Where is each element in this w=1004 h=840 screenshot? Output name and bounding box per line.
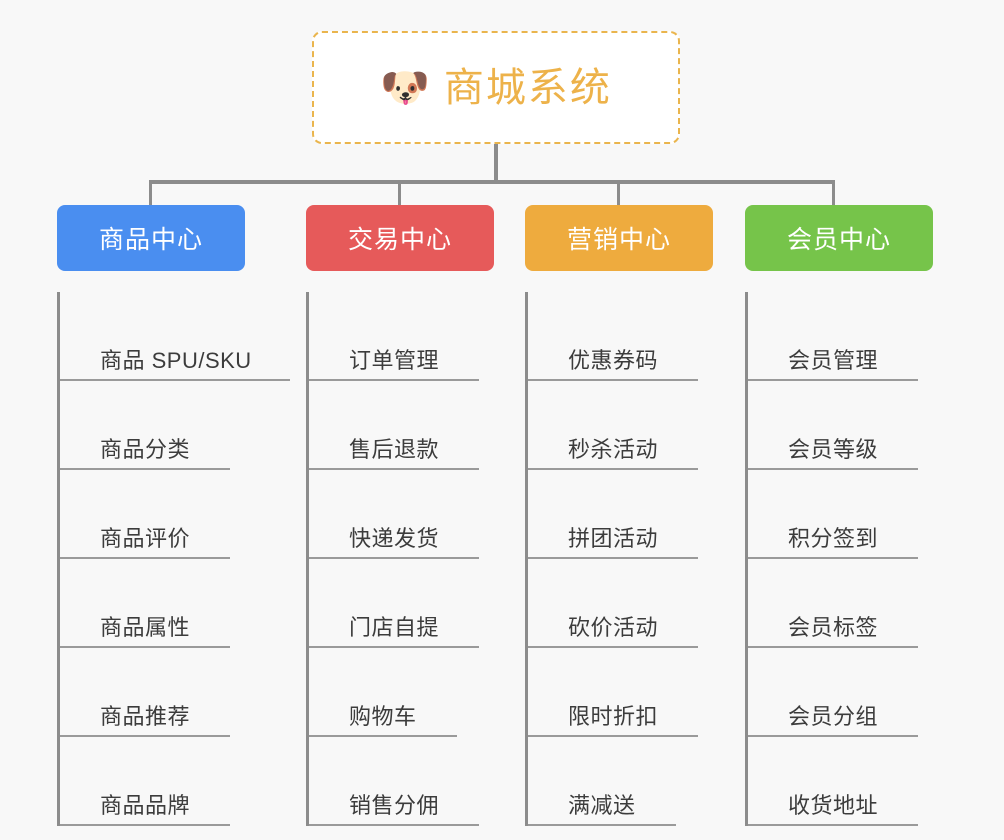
list-item-rule bbox=[309, 646, 479, 648]
list-item-label: 门店自提 bbox=[349, 614, 440, 640]
list-item-label: 购物车 bbox=[349, 703, 417, 729]
list-item-rule bbox=[60, 557, 230, 559]
list-item-label: 快递发货 bbox=[349, 525, 440, 551]
list-item[interactable]: 会员标签 bbox=[748, 559, 933, 648]
list-item-label: 会员管理 bbox=[788, 347, 879, 373]
list-item[interactable]: 限时折扣 bbox=[528, 648, 713, 737]
list-item-rule bbox=[60, 468, 230, 470]
list-item-label: 积分签到 bbox=[788, 525, 879, 551]
category-header-marketing-center[interactable]: 营销中心 bbox=[525, 205, 713, 271]
list-item-rule bbox=[309, 824, 479, 826]
list-item[interactable]: 购物车 bbox=[309, 648, 494, 737]
list-item-label: 优惠券码 bbox=[568, 347, 659, 373]
leaf-list-marketing-center: 优惠券码 秒杀活动 拼团活动 砍价活动 限时折扣 满减送 bbox=[525, 292, 713, 826]
list-item-label: 限时折扣 bbox=[568, 703, 659, 729]
root-node[interactable]: 🐶 商城系统 bbox=[312, 31, 680, 144]
list-item-rule bbox=[528, 646, 698, 648]
list-item[interactable]: 拼团活动 bbox=[528, 470, 713, 559]
list-item-rule bbox=[528, 468, 698, 470]
list-item-rule bbox=[528, 379, 698, 381]
list-item-rule bbox=[748, 468, 918, 470]
category-header-label: 会员中心 bbox=[786, 226, 891, 254]
list-item[interactable]: 门店自提 bbox=[309, 559, 494, 648]
list-item[interactable]: 商品品牌 bbox=[60, 737, 245, 826]
list-item-rule bbox=[309, 735, 457, 737]
list-item-label: 砍价活动 bbox=[568, 614, 659, 640]
root-title: 商城系统 bbox=[443, 65, 612, 110]
list-item-label: 收货地址 bbox=[788, 792, 879, 818]
list-item-rule bbox=[309, 379, 479, 381]
column-member-center: 会员中心 会员管理 会员等级 积分签到 会员标签 会员分组 bbox=[745, 205, 933, 826]
list-item-label: 销售分佣 bbox=[349, 792, 440, 818]
list-item-label: 拼团活动 bbox=[568, 525, 659, 551]
list-item-rule bbox=[528, 824, 676, 826]
column-trade-center: 交易中心 订单管理 售后退款 快递发货 门店自提 购物车 bbox=[306, 205, 494, 826]
connector-bus bbox=[149, 180, 835, 184]
list-item[interactable]: 积分签到 bbox=[748, 470, 933, 559]
list-item-rule bbox=[309, 468, 479, 470]
list-item[interactable]: 商品属性 bbox=[60, 559, 245, 648]
list-item[interactable]: 会员分组 bbox=[748, 648, 933, 737]
list-item-label: 商品推荐 bbox=[100, 703, 191, 729]
list-item-rule bbox=[60, 379, 290, 381]
category-header-label: 营销中心 bbox=[566, 226, 671, 254]
list-item-rule bbox=[60, 735, 230, 737]
list-item[interactable]: 砍价活动 bbox=[528, 559, 713, 648]
list-item-rule bbox=[748, 735, 918, 737]
list-item-rule bbox=[60, 646, 230, 648]
dog-face-icon: 🐶 bbox=[380, 64, 430, 111]
list-item-label: 商品品牌 bbox=[100, 792, 191, 818]
list-item[interactable]: 商品 SPU/SKU bbox=[60, 292, 290, 381]
list-item-rule bbox=[528, 557, 698, 559]
list-item-label: 满减送 bbox=[568, 792, 636, 818]
list-item-label: 商品分类 bbox=[100, 436, 191, 462]
list-item[interactable]: 售后退款 bbox=[309, 381, 494, 470]
list-item[interactable]: 商品评价 bbox=[60, 470, 245, 559]
connector-drop-2 bbox=[398, 180, 401, 206]
list-item-label: 商品属性 bbox=[100, 614, 191, 640]
leaf-list-product-center: 商品 SPU/SKU 商品分类 商品评价 商品属性 商品推荐 商品品牌 bbox=[57, 292, 290, 826]
list-item[interactable]: 商品分类 bbox=[60, 381, 245, 470]
list-item-label: 会员标签 bbox=[788, 614, 879, 640]
category-header-label: 交易中心 bbox=[347, 226, 452, 254]
list-item-rule bbox=[528, 735, 698, 737]
list-item[interactable]: 销售分佣 bbox=[309, 737, 494, 826]
list-item-rule bbox=[748, 824, 918, 826]
list-item[interactable]: 秒杀活动 bbox=[528, 381, 713, 470]
list-item[interactable]: 订单管理 bbox=[309, 292, 494, 381]
list-item[interactable]: 快递发货 bbox=[309, 470, 494, 559]
list-item-rule bbox=[309, 557, 479, 559]
connector-drop-3 bbox=[617, 180, 620, 206]
column-product-center: 商品中心 商品 SPU/SKU 商品分类 商品评价 商品属性 商品推荐 bbox=[57, 205, 290, 826]
list-item-label: 订单管理 bbox=[349, 347, 440, 373]
connector-drop-4 bbox=[832, 180, 835, 206]
list-item[interactable]: 优惠券码 bbox=[528, 292, 713, 381]
connector-drop-1 bbox=[149, 180, 152, 206]
list-item-rule bbox=[748, 379, 918, 381]
list-item-label: 售后退款 bbox=[349, 436, 440, 462]
list-item[interactable]: 满减送 bbox=[528, 737, 713, 826]
list-item[interactable]: 商品推荐 bbox=[60, 648, 245, 737]
list-item-rule bbox=[748, 646, 918, 648]
category-header-member-center[interactable]: 会员中心 bbox=[745, 205, 933, 271]
connector-root-stem bbox=[494, 144, 498, 183]
list-item-label: 会员等级 bbox=[788, 436, 879, 462]
list-item[interactable]: 会员管理 bbox=[748, 292, 933, 381]
list-item-rule bbox=[748, 557, 918, 559]
column-marketing-center: 营销中心 优惠券码 秒杀活动 拼团活动 砍价活动 限时折扣 bbox=[525, 205, 713, 826]
list-item[interactable]: 收货地址 bbox=[748, 737, 933, 826]
category-header-label: 商品中心 bbox=[98, 226, 203, 254]
list-item-label: 会员分组 bbox=[788, 703, 879, 729]
category-header-trade-center[interactable]: 交易中心 bbox=[306, 205, 494, 271]
leaf-list-trade-center: 订单管理 售后退款 快递发货 门店自提 购物车 销售分佣 bbox=[306, 292, 494, 826]
list-item-label: 秒杀活动 bbox=[568, 436, 659, 462]
leaf-list-member-center: 会员管理 会员等级 积分签到 会员标签 会员分组 收货地址 bbox=[745, 292, 933, 826]
list-item-rule bbox=[60, 824, 230, 826]
list-item[interactable]: 会员等级 bbox=[748, 381, 933, 470]
list-item-label: 商品评价 bbox=[100, 525, 191, 551]
list-item-label: 商品 SPU/SKU bbox=[100, 347, 252, 373]
category-header-product-center[interactable]: 商品中心 bbox=[57, 205, 245, 271]
